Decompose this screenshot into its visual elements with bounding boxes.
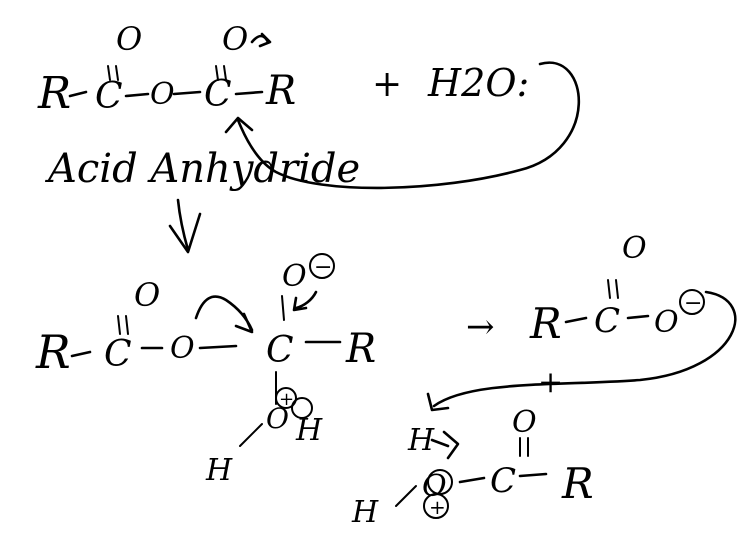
intermediate-hydroxyl-h-left: H: [205, 453, 233, 488]
acid-h-top: H: [407, 423, 435, 458]
arrowhead-icon: [224, 116, 254, 134]
carboxylate-oxygen: O: [654, 305, 679, 340]
anhydride-left-r: R: [37, 68, 71, 119]
intermediate-left-carbonyl-oxygen: O: [134, 276, 160, 314]
arrowhead-icon: [430, 430, 460, 460]
carboxylate-carbonyl-oxygen: O: [622, 231, 647, 266]
reactant-plus: +: [372, 64, 402, 105]
acid-anhydride-caption: Acid Anhydride: [44, 146, 360, 192]
anhydride-right-r: R: [265, 68, 296, 114]
curved-arrow-icon: [250, 32, 272, 48]
intermediate-center-carbon: C: [266, 330, 294, 371]
intermediate-alkoxide-charge: −: [314, 255, 332, 280]
intermediate-left-carbon: C: [104, 334, 132, 375]
intermediate-left-r: R: [35, 325, 71, 379]
carboxylate-charge: −: [684, 291, 702, 316]
intermediate-right-r: R: [345, 326, 376, 372]
product-reaction-arrow: →: [466, 307, 495, 347]
single-bond-line: [395, 485, 417, 507]
carboxylic-acid-product: H H O + C O R: [351, 405, 594, 530]
double-bond-icon: [215, 65, 227, 81]
electron-push-arrow-icon: [194, 295, 254, 334]
acid-charge: +: [429, 495, 446, 519]
carboxylate-product: → R C O O −: [466, 231, 705, 348]
double-bond-icon: [117, 315, 129, 335]
intermediate-alkoxide-oxygen: O: [282, 259, 307, 294]
down-arrowhead-icon: [168, 212, 202, 254]
anhydride-right-carbonyl-oxygen: O: [222, 20, 248, 58]
intermediate-bridge-oxygen: O: [170, 331, 195, 366]
anhydride-left-carbon: C: [95, 76, 123, 117]
intermediate-hydroxyl-h-right: H: [295, 413, 323, 448]
lone-pair-circle-icon: [291, 397, 313, 419]
bond-line: [234, 90, 264, 96]
positive-charge-circle-icon: [423, 493, 449, 519]
bond-line: [68, 90, 88, 98]
positive-charge-circle-icon: [275, 387, 297, 409]
water-molecule: H2O:: [427, 61, 529, 105]
product-plus: +: [538, 365, 563, 400]
carboxylate-carbon: C: [594, 301, 620, 341]
bond-line: [458, 476, 486, 484]
intermediate-hydroxyl-oxygen: O: [266, 402, 289, 435]
single-bond-line: [239, 423, 263, 447]
intermediate-hydroxyl-charge: +: [279, 389, 294, 410]
bond-line: [172, 90, 202, 96]
single-bond-line: [281, 295, 285, 321]
bond-line: [198, 344, 238, 350]
anhydride-left-carbonyl-oxygen: O: [116, 20, 142, 58]
nucleophilic-attack-arrow-icon: [236, 61, 581, 190]
bond-line: [626, 314, 650, 320]
anhydride-bridge-oxygen: O: [150, 77, 175, 112]
bond-line: [518, 472, 548, 478]
carboxylate-r: R: [529, 299, 562, 348]
bond-line: [124, 92, 150, 98]
arrowhead-icon: [426, 392, 450, 412]
acid-carbonyl-oxygen: O: [512, 405, 537, 440]
bond-line: [70, 350, 92, 358]
double-bond-icon: [107, 65, 119, 81]
acid-r: R: [561, 459, 594, 508]
double-bond-icon: [519, 437, 529, 457]
double-bond-icon: [607, 279, 619, 299]
tetrahedral-intermediate: R C O O C O − R O + H H: [35, 253, 376, 488]
negative-charge-circle-icon: [309, 253, 335, 279]
bond-line: [564, 316, 588, 324]
negative-charge-circle-icon: [679, 289, 705, 315]
acid-h-left: H: [351, 495, 379, 530]
down-arrow-icon: [176, 198, 190, 252]
proton-transfer-arrow-icon: [432, 290, 737, 408]
electron-push-arrow-icon: [292, 290, 318, 312]
acid-anhydride-structure: R C O O C O R + H2O: Acid Anhydride: [37, 20, 529, 192]
acid-carbon: C: [490, 461, 516, 501]
